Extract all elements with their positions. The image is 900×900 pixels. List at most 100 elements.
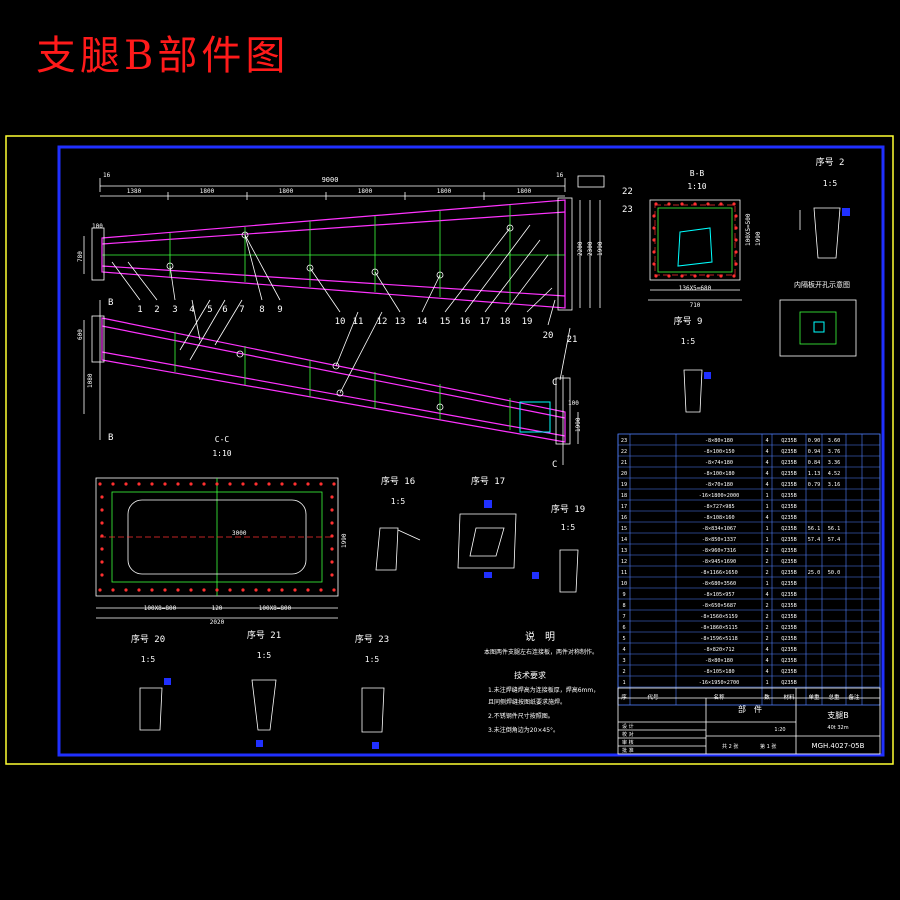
bom-cell: Q235B — [781, 471, 797, 477]
seq16-label: 序号 16 — [381, 475, 415, 487]
cc-dim-6: 3000 — [232, 530, 247, 537]
bom-cell: 57.4 — [828, 537, 841, 543]
bom-cell: 25.0 — [808, 570, 821, 576]
part-callout-15: 15 — [440, 317, 451, 327]
bom-cell: 1 — [765, 537, 768, 543]
bom-cell: -8×108×160 — [703, 515, 734, 521]
bom-cell: 18 — [621, 493, 627, 499]
bom-cell: -16×1950×2700 — [699, 680, 740, 686]
dim-right-3: 1990 — [597, 241, 604, 256]
notes-line1: 本图两件支腿左右连接板，两件对称制作。 — [484, 648, 598, 656]
bom-cell: 2 — [622, 669, 625, 675]
section-marker-b-top: B — [108, 298, 113, 308]
seq23-label: 序号 23 — [355, 633, 389, 645]
inner-frame — [57, 145, 885, 757]
bom-cell: -8×105×180 — [703, 669, 734, 675]
bom-header-cell: 数 — [764, 693, 770, 701]
bom-cell: -16×1800×2000 — [699, 493, 740, 499]
bom-cell: Q235B — [781, 515, 797, 521]
bom-cell: 3.36 — [828, 460, 841, 466]
title-part-label: 部 件 — [738, 704, 762, 714]
bom-cell: 1 — [765, 526, 768, 532]
bom-cell: 10 — [621, 581, 627, 587]
part-callout-8: 8 — [259, 305, 264, 315]
bom-cell: 0.90 — [808, 438, 821, 444]
bom-cell: 50.0 — [828, 570, 841, 576]
bom-cell: 4 — [765, 515, 768, 521]
bom-cell: 4 — [765, 449, 768, 455]
bb-callout-23: 23 — [622, 205, 633, 215]
role-approve: 批 准 — [622, 747, 634, 754]
section-view-bb: B-B 1:10 22 23 136X5=680 710 1990 100X5=… — [622, 169, 762, 309]
part-callout-10: 10 — [335, 317, 346, 327]
bom-cell: Q235B — [781, 537, 797, 543]
cc-dim-3: 100X8=800 — [259, 605, 292, 612]
seq23-scale: 1:5 — [365, 655, 380, 664]
part-callout-11: 11 — [353, 317, 364, 327]
bom-cell: Q235B — [781, 559, 797, 565]
cc-dim-1: 100X8=800 — [144, 605, 177, 612]
bom-cell: Q235B — [781, 669, 797, 675]
bom-cell: Q235B — [781, 548, 797, 554]
tech-item-3: 2.不锈钢件尺寸按照图。 — [488, 712, 554, 720]
bb-dim-right-2: 100X5=500 — [745, 213, 752, 246]
notes-heading: 说 明 — [525, 630, 555, 643]
part-callout-19: 19 — [522, 317, 533, 327]
seq21-label: 序号 21 — [247, 629, 281, 641]
dim-top-6: 1800 — [517, 188, 532, 195]
outer-frame — [5, 135, 894, 765]
cc-scale: 1:10 — [212, 449, 231, 458]
bom-cell: Q235B — [781, 581, 797, 587]
dim-lower-left-2: 1080 — [87, 373, 94, 388]
detail-seq-21: 序号 21 1:5 — [247, 629, 281, 747]
bom-cell: 1 — [765, 680, 768, 686]
dim-end-right: 16 — [556, 172, 564, 179]
bom-cell: 1.13 — [808, 471, 821, 477]
part-callout-6: 6 — [222, 305, 227, 315]
part-callout-16: 16 — [460, 317, 471, 327]
detail-seq-23: 序号 23 1:5 — [355, 633, 389, 749]
section-marker-c-bottom: C — [552, 460, 557, 470]
dim-top-5: 1800 — [437, 188, 452, 195]
title-sub: 40t 32m — [827, 725, 848, 731]
bom-cell: Q235B — [781, 526, 797, 532]
bom-header-cell: 备注 — [848, 693, 860, 701]
bom-cell: -8×650×5687 — [702, 603, 736, 609]
bb-scale: 1:10 — [687, 182, 706, 191]
title-block: 部 件 支腿B 40t 32m MGH.4027-05B 1:20 共 2 张 … — [617, 687, 881, 755]
dim-lower-right-1: 1990 — [575, 417, 582, 432]
bom-cell: 2 — [765, 636, 768, 642]
bom-cell: Q235B — [781, 482, 797, 488]
bom-cell: -8×100×150 — [703, 449, 734, 455]
seq9-label: 序号 9 — [674, 315, 703, 327]
dim-top-3: 1800 — [279, 188, 294, 195]
cc-dim-2: 120 — [212, 605, 223, 612]
section-marker-b-bottom: B — [108, 433, 113, 443]
detail-seq-9: 序号 9 1:5 — [674, 315, 711, 413]
cc-label: C-C — [215, 435, 230, 444]
bom-cell: 4 — [765, 669, 768, 675]
page-title: 支腿B部件图 — [36, 33, 290, 79]
bom-cell: 14 — [621, 537, 627, 543]
bom-cell: 56.1 — [828, 526, 841, 532]
bom-cell: 0.94 — [808, 449, 821, 455]
bom-cell: Q235B — [781, 504, 797, 510]
bom-cell: 11 — [621, 570, 627, 576]
bom-cell: 2 — [765, 570, 768, 576]
bom-cell: -8×1560×5159 — [700, 614, 737, 620]
part-callout-14: 14 — [417, 317, 428, 327]
bom-cell: -8×850×1337 — [702, 537, 736, 543]
bom-cell: 4 — [765, 482, 768, 488]
bom-cell: 3.76 — [828, 449, 841, 455]
part-callout-7: 7 — [239, 305, 244, 315]
cc-dim-4: 2020 — [210, 619, 225, 626]
tech-item-4: 3.未注倒角边为20×45°。 — [488, 726, 559, 734]
bom-cell: 19 — [621, 482, 627, 488]
seq2-scale: 1:5 — [823, 179, 838, 188]
bom-cell: -8×945×1690 — [702, 559, 736, 565]
bom-cell: Q235B — [781, 603, 797, 609]
bom-cell: -8×680×3560 — [702, 581, 736, 587]
role-review: 审 核 — [622, 739, 634, 746]
bom-cell: 4 — [765, 438, 768, 444]
